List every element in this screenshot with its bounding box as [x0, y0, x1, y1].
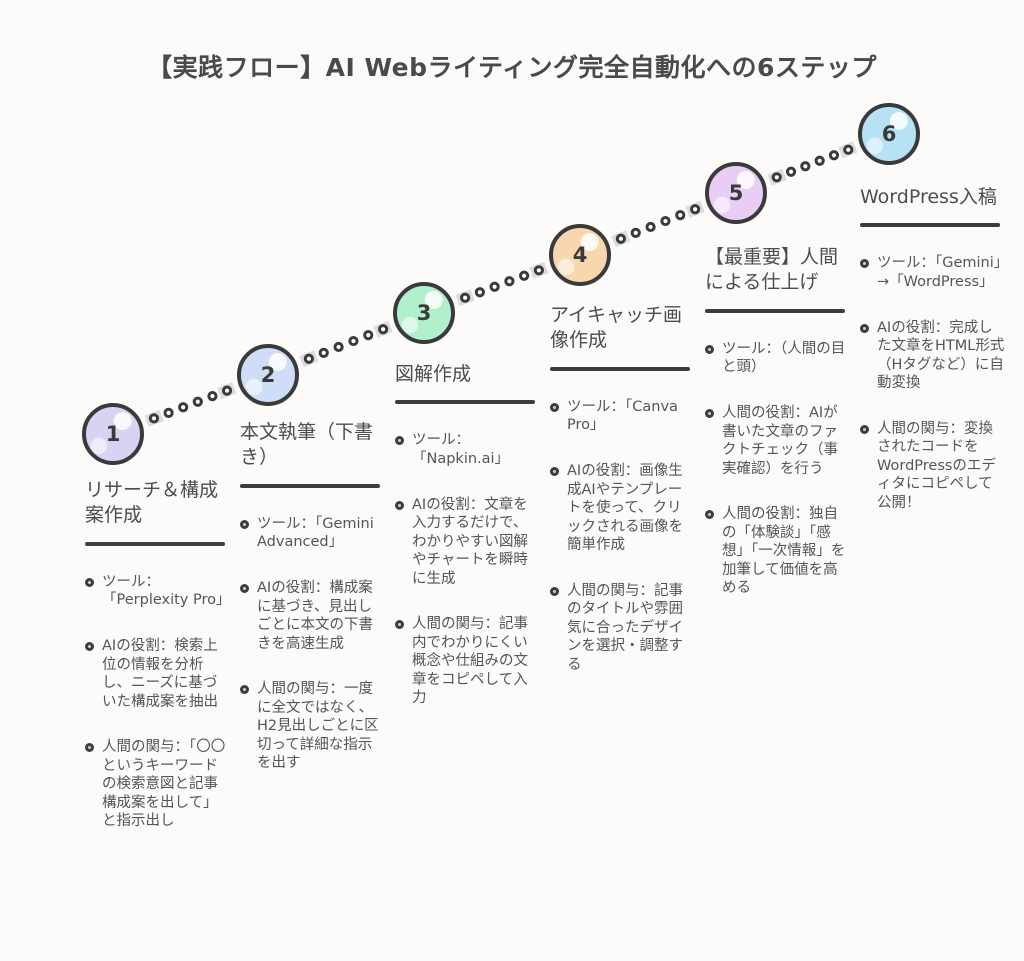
bullet-text: AIの役割：画像生成AIやテンプレートを使って、クリックされる画像を簡単作成	[567, 463, 683, 554]
bullet-item: AIの役割：構成案に基づき、見出しごとに本文の下書きを高速生成	[240, 579, 385, 653]
bullet-item: AIの役割：完成した文章をHTML形式（Hタグなど）に自動変換	[860, 319, 1005, 393]
bullet-item: ツール：「Perplexity Pro」	[85, 573, 231, 610]
bullet-dot-icon	[705, 510, 714, 520]
bullet-item: 人間の関与：「〇〇というキーワードの検索意図と記事構成案を出して」と指示出し	[85, 738, 230, 831]
bullet-dot-icon	[85, 642, 94, 651]
step-4-divider	[550, 366, 690, 371]
bullet-text: 人間の関与：記事のタイトルや雰囲気に合ったデザインを選択・調整する	[567, 582, 683, 673]
step-2-title: 本文執筆（下書き）	[240, 421, 374, 469]
bullet-dot-icon	[395, 620, 404, 630]
step-2-bullet-list: ツール：「Gemini Advanced」 AIの役割：構成案に基づき、見出しご…	[240, 515, 385, 773]
bullet-item: 人間の役割：AIが書いた文章のファクトチェック（事実確認）を行う	[705, 404, 850, 478]
bullet-dot-icon	[240, 519, 249, 529]
step-6-title: WordPress入稿	[860, 186, 997, 208]
step-5-number: 5	[728, 181, 744, 205]
bullet-dot-icon	[395, 500, 404, 510]
step-5-column: 【最重要】人間による仕上げ ツール：（人間の目と頭） 人間の役割：AIが書いた文…	[705, 245, 850, 625]
bullet-text: 人間の役割：AIが書いた文章のファクトチェック（事実確認）を行う	[722, 405, 838, 477]
bullet-dot-icon	[550, 467, 559, 476]
bullet-text: ツール：「Gemini」→「WordPress」	[877, 255, 1002, 290]
step-5-divider	[705, 308, 845, 313]
bullet-text: AIの役割：文章を入力するだけで、わかりやすい図解やチャートを瞬時に生成	[412, 496, 528, 587]
bullet-text: 人間の関与：一度に全文ではなく、H2見出しごとに区切って詳細な指示を出す	[257, 681, 379, 772]
bullet-item: ツール：「Gemini」→「WordPress」	[860, 254, 1005, 291]
step-3-circle: 3	[393, 282, 455, 344]
bullet-text: 人間の役割：独自の「体験談」「感想」「一次情報」を加筆して価値を高める	[722, 506, 846, 597]
bullet-text: ツール：（人間の目と頭）	[722, 340, 846, 376]
bullet-item: ツール：「Canva Pro」	[550, 398, 695, 435]
step-6-circle: 6	[858, 103, 920, 165]
step-2-column: 本文執筆（下書き） ツール：「Gemini Advanced」 AIの役割：構成…	[240, 420, 385, 800]
bullet-item: ツール：（人間の目と頭）	[705, 340, 850, 377]
step-4-title: アイキャッチ画像作成	[550, 304, 683, 352]
bullet-dot-icon	[550, 402, 559, 412]
step-5-bullet-list: ツール：（人間の目と頭） 人間の役割：AIが書いた文章のファクトチェック（事実確…	[705, 340, 850, 598]
step-4-number: 4	[572, 243, 588, 267]
bullet-dot-icon	[240, 685, 249, 695]
bullet-text: ツール：「Canva Pro」	[567, 398, 678, 434]
step-4-column: アイキャッチ画像作成 ツール：「Canva Pro」 AIの役割：画像生成AIや…	[550, 303, 695, 701]
step-1-number: 1	[105, 422, 121, 446]
step-5-circle: 5	[705, 162, 767, 224]
bullet-dot-icon	[395, 436, 404, 446]
bullet-item: 人間の関与：変換されたコードをWordPressのエディタにコピペして公開！	[860, 420, 1005, 513]
bullet-item: 人間の関与：一度に全文ではなく、H2見出しごとに区切って詳細な指示を出す	[240, 680, 385, 773]
bullet-item: 人間の役割：独自の「体験談」「感想」「一次情報」を加筆して価値を高める	[705, 505, 850, 598]
bullet-item: AIの役割：検索上位の情報を分析し、ニーズに基づいた構成案を抽出	[85, 637, 230, 711]
bullet-text: 人間の関与：変換されたコードをWordPressのエディタにコピペして公開！	[877, 420, 996, 511]
step-1-column: リサーチ＆構成案作成 ツール：「Perplexity Pro」 AIの役割：検索…	[85, 478, 231, 858]
bullet-dot-icon	[85, 743, 94, 753]
step-3-bullet-list: ツール：「Napkin.ai」 AIの役割：文章を入力するだけで、わかりやすい図…	[395, 431, 540, 708]
step-3-column: 図解作成 ツール：「Napkin.ai」 AIの役割：文章を入力するだけで、わか…	[395, 362, 540, 735]
bullet-text: AIの役割：完成した文章をHTML形式（Hタグなど）に自動変換	[877, 319, 1005, 392]
bullet-text: ツール：「Perplexity Pro」	[102, 573, 231, 609]
bullet-item: AIの役割：画像生成AIやテンプレートを使って、クリックされる画像を簡単作成	[550, 462, 695, 555]
bullet-dot-icon	[860, 424, 869, 434]
step-1-circle: 1	[82, 403, 144, 465]
step-2-circle: 2	[237, 344, 299, 406]
step-3-title: 図解作成	[395, 363, 472, 385]
step-6-column: WordPress入稿 ツール：「Gemini」→「WordPress」 AIの…	[860, 185, 1005, 539]
bullet-item: 人間の関与：記事のタイトルや雰囲気に合ったデザインを選択・調整する	[550, 582, 695, 675]
step-1-bullet-list: ツール：「Perplexity Pro」 AIの役割：検索上位の情報を分析し、ニ…	[85, 573, 231, 831]
bullet-text: AIの役割：構成案に基づき、見出しごとに本文の下書きを高速生成	[257, 580, 373, 652]
bullet-text: 人間の関与：記事内でわかりにくい概念や仕組みの文章をコピペして入力	[412, 616, 528, 707]
bullet-dot-icon	[705, 344, 714, 354]
step-6-number: 6	[881, 122, 897, 146]
step-4-bullet-list: ツール：「Canva Pro」 AIの役割：画像生成AIやテンプレートを使って、…	[550, 398, 695, 675]
step-1-divider	[85, 541, 225, 546]
step-1-title: リサーチ＆構成案作成	[85, 479, 219, 527]
bullet-dot-icon	[550, 586, 559, 596]
step-3-number: 3	[416, 301, 432, 325]
step-2-divider	[240, 483, 380, 488]
step-5-title: 【最重要】人間による仕上げ	[705, 246, 839, 294]
step-2-number: 2	[260, 363, 276, 387]
step-6-divider	[860, 223, 1000, 228]
page-title: 【実践フロー】AI Webライティング完全自動化への6ステップ	[147, 53, 877, 82]
bullet-item: ツール：「Gemini Advanced」	[240, 515, 385, 552]
bullet-dot-icon	[860, 323, 869, 333]
step-4-circle: 4	[549, 224, 611, 286]
bullet-text: ツール：「Gemini Advanced」	[257, 515, 374, 551]
bullet-text: AIの役割：検索上位の情報を分析し、ニーズに基づいた構成案を抽出	[102, 638, 218, 710]
bullet-dot-icon	[240, 584, 249, 593]
bullet-text: 人間の関与：「〇〇というキーワードの検索意図と記事構成案を出して」と指示出し	[102, 739, 226, 830]
bullet-item: AIの役割：文章を入力するだけで、わかりやすい図解やチャートを瞬時に生成	[395, 496, 540, 589]
bullet-dot-icon	[860, 259, 869, 269]
bullet-item: ツール：「Napkin.ai」	[395, 431, 540, 468]
bullet-dot-icon	[85, 577, 94, 587]
bullet-dot-icon	[705, 409, 714, 418]
step-3-divider	[395, 400, 535, 405]
bullet-item: 人間の関与：記事内でわかりにくい概念や仕組みの文章をコピペして入力	[395, 615, 540, 708]
step-6-bullet-list: ツール：「Gemini」→「WordPress」 AIの役割：完成した文章をHT…	[860, 254, 1005, 512]
bullet-text: ツール：「Napkin.ai」	[412, 432, 510, 467]
